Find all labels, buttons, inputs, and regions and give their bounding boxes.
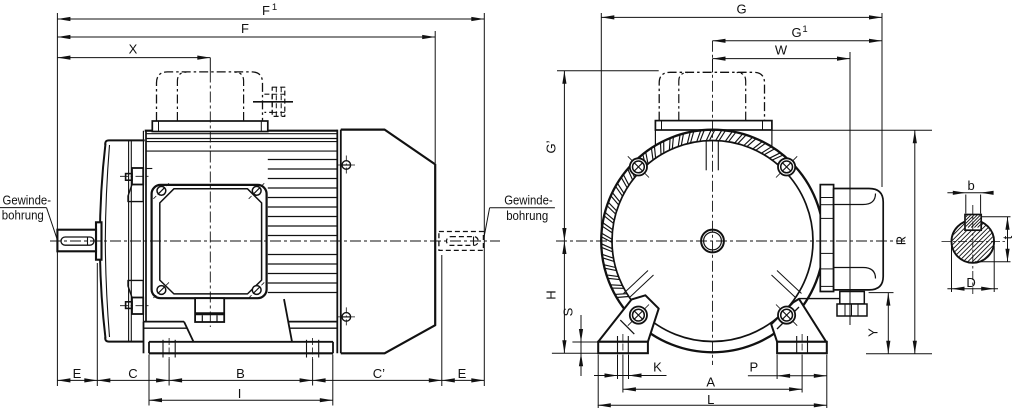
svg-text:L: L bbox=[707, 392, 714, 407]
svg-text:C: C bbox=[128, 366, 137, 381]
svg-text:1: 1 bbox=[802, 24, 807, 35]
svg-text:A: A bbox=[706, 374, 715, 389]
svg-text:E: E bbox=[73, 366, 82, 381]
svg-text:B: B bbox=[236, 366, 245, 381]
svg-text:Y: Y bbox=[866, 328, 881, 337]
svg-text:bohrung: bohrung bbox=[2, 208, 44, 223]
svg-text:b: b bbox=[967, 178, 974, 193]
svg-text:W: W bbox=[775, 43, 788, 58]
svg-text:E: E bbox=[458, 366, 467, 381]
svg-text:F: F bbox=[262, 3, 270, 18]
svg-text:R: R bbox=[894, 236, 909, 245]
svg-text:bohrung: bohrung bbox=[506, 208, 548, 223]
svg-text:G: G bbox=[736, 2, 746, 17]
svg-text:H: H bbox=[544, 290, 559, 299]
svg-text:Gewinde-: Gewinde- bbox=[3, 192, 52, 207]
svg-text:K: K bbox=[653, 360, 662, 375]
svg-text:S: S bbox=[561, 307, 576, 316]
svg-text:Gewinde-: Gewinde- bbox=[504, 192, 553, 207]
svg-text:D: D bbox=[966, 275, 975, 290]
svg-text:P: P bbox=[749, 360, 758, 375]
svg-text:C’: C’ bbox=[373, 366, 385, 381]
svg-text:t: t bbox=[1000, 235, 1015, 239]
svg-text:1: 1 bbox=[272, 2, 277, 13]
svg-text:I: I bbox=[238, 386, 242, 401]
svg-text:G’: G’ bbox=[544, 140, 559, 153]
svg-text:X: X bbox=[129, 42, 138, 57]
svg-text:F: F bbox=[241, 21, 249, 36]
svg-text:G: G bbox=[791, 25, 801, 40]
